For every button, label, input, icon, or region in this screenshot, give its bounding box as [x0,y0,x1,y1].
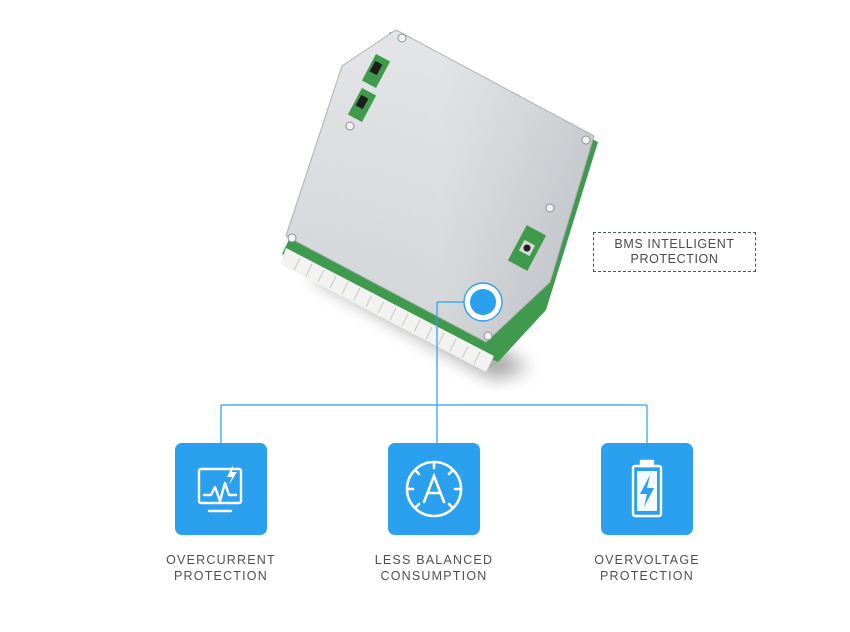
callout-line-1: BMS INTELLIGENT [614,237,735,251]
feature-tile [601,443,693,535]
feature-overvoltage-protection: OVERVOLTAGE PROTECTION [557,443,737,584]
feature-less-balanced-consumption: LESS BALANCED CONSUMPTION [344,443,524,584]
feature-caption-line-2: PROTECTION [174,568,268,583]
bms-board-image [250,20,630,390]
feature-caption-line-1: OVERVOLTAGE [594,553,700,567]
feature-caption-line-1: OVERCURRENT [166,553,276,567]
callout-line-2: PROTECTION [630,252,719,266]
feature-caption-line-1: LESS BALANCED [374,553,494,567]
battery-charging-icon [631,459,663,518]
feature-tile [388,443,480,535]
feature-overcurrent-protection: OVERCURRENT PROTECTION [131,443,311,584]
monitor-lightning-icon [197,465,243,513]
bms-intelligent-protection-label: BMS INTELLIGENT PROTECTION [593,232,756,272]
feature-caption-line-2: CONSUMPTION [380,568,488,583]
ammeter-dial-icon [405,460,463,518]
feature-caption-line-2: PROTECTION [600,568,694,583]
feature-tile [175,443,267,535]
